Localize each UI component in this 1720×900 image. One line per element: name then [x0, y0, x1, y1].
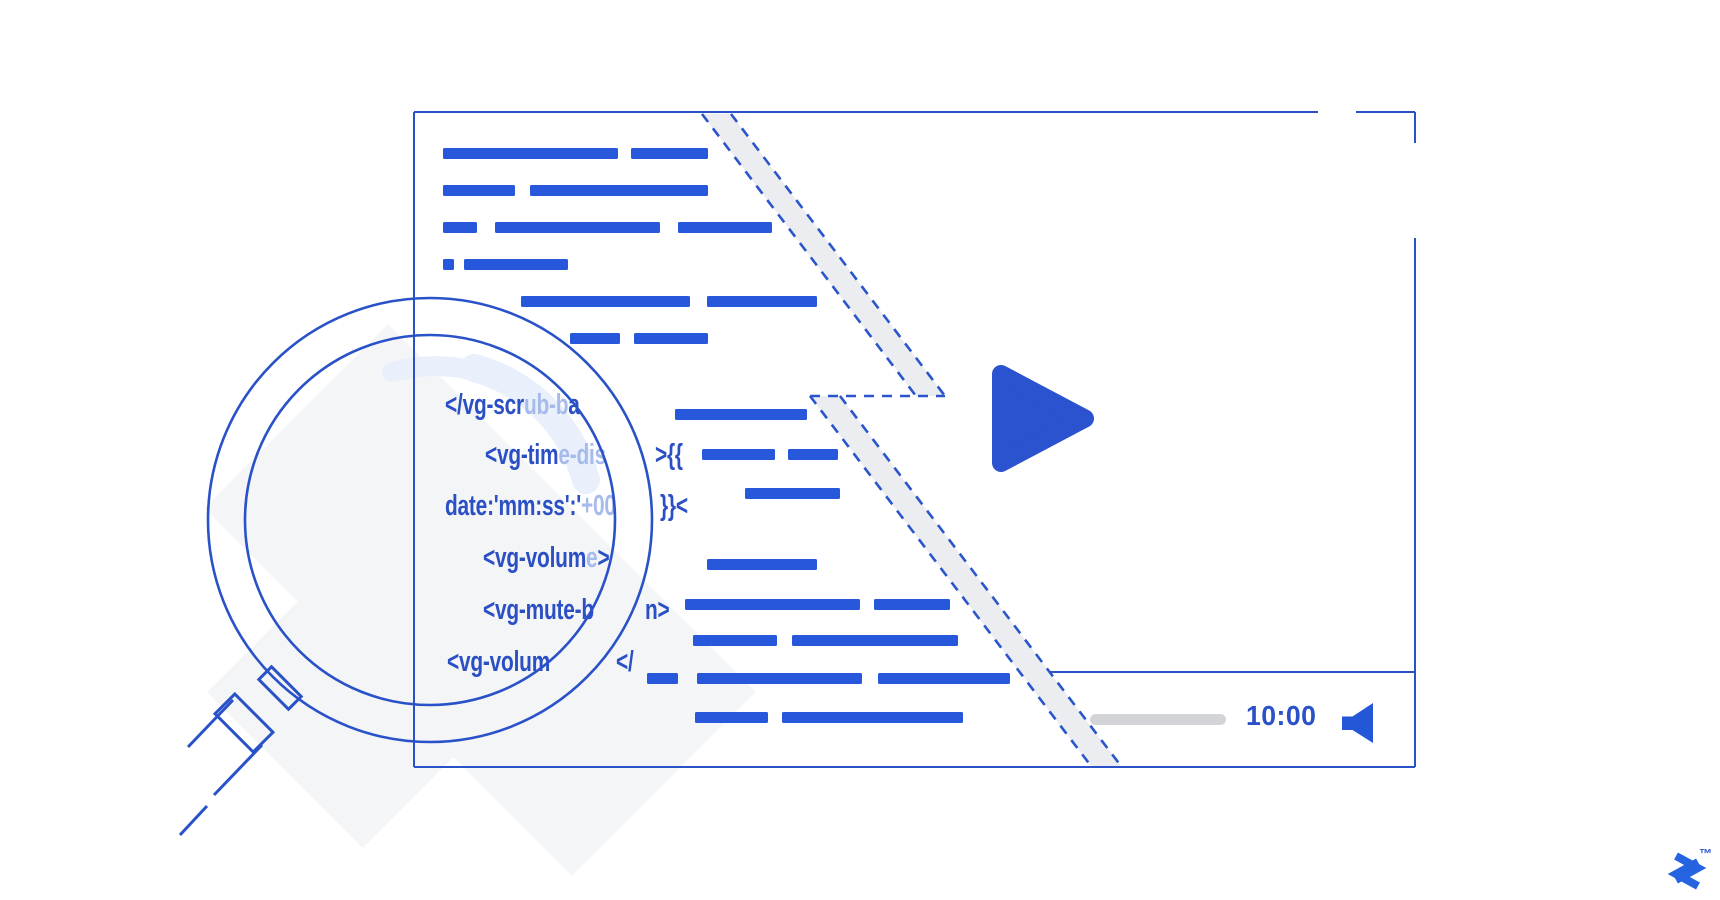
code-bar: [707, 296, 817, 307]
play-icon[interactable]: [992, 365, 1094, 472]
code-text: }}<: [660, 492, 688, 521]
code-bar: [530, 185, 708, 196]
code-text-segment: <vg-tim: [485, 439, 559, 471]
code-text-segment: <vg-volum: [447, 646, 551, 678]
code-bar: [521, 296, 690, 307]
magnifier-handle: [178, 664, 304, 837]
code-text: >{{: [655, 441, 683, 470]
code-bar: [631, 148, 708, 159]
trademark-symbol: ™: [1699, 846, 1712, 861]
code-bar: [788, 449, 838, 460]
code-text-segment: </: [616, 646, 634, 678]
code-text: date:'mm:ss':'+00: [445, 492, 616, 521]
code-text: <vg-mute-b: [483, 596, 594, 625]
magnifying-glass-icon: [178, 296, 654, 837]
code-bar: [792, 635, 958, 646]
time-label: 10:00: [1246, 700, 1317, 731]
code-text-segment: }}<: [660, 490, 688, 522]
ribbon-lower-fill: [810, 396, 1121, 766]
code-bar: [634, 333, 708, 344]
code-bar: [878, 673, 1010, 684]
code-bar: [570, 333, 620, 344]
code-bar: [745, 488, 840, 499]
code-text-segment: >{{: [655, 439, 683, 471]
code-bar: [685, 599, 860, 610]
magnifier-shadow: [204, 324, 756, 876]
video-player-frame: [413, 111, 1416, 768]
code-bar: [443, 148, 618, 159]
speaker-icon[interactable]: [1342, 703, 1373, 743]
code-bar: [678, 222, 772, 233]
toptal-logo-icon: [1667, 852, 1707, 890]
code-bar: [495, 222, 660, 233]
code-text-segment: n>: [645, 594, 670, 626]
code-text-segment: e: [586, 542, 598, 574]
code-text-segment: <vg-mute-b: [483, 594, 594, 626]
code-bar: [693, 635, 777, 646]
code-text: n>: [645, 596, 670, 625]
code-text-segment: >: [597, 542, 610, 574]
code-bar: [443, 222, 477, 233]
lens-inner-rim: [243, 333, 617, 707]
code-bar: [647, 673, 678, 684]
code-bar: [702, 449, 775, 460]
code-bar: [443, 259, 454, 270]
code-bar: [697, 673, 862, 684]
ribbon-upper-fill: [702, 114, 945, 396]
progress-track[interactable]: [1090, 714, 1226, 725]
code-bar: [464, 259, 568, 270]
code-text-segment: +00: [581, 490, 616, 522]
code-bar: [782, 712, 963, 723]
lens-outer-rim: [206, 296, 654, 744]
code-text-segment: date:'mm:ss':': [445, 490, 582, 522]
code-bar: [443, 185, 515, 196]
code-bar: [707, 559, 817, 570]
code-text-segment: </vg-scr: [445, 389, 524, 421]
code-text: </: [616, 648, 634, 677]
lens-glare: [382, 354, 600, 494]
code-text: <vg-volume>: [483, 542, 610, 574]
code-bar: [874, 599, 950, 610]
code-text: <vg-volum: [447, 648, 550, 677]
code-bar: [675, 409, 807, 420]
code-text-segment: <vg-volum: [483, 542, 587, 574]
code-bar: [695, 712, 768, 723]
dashed-ribbon: [700, 113, 1123, 767]
code-text-segment: ub-b: [523, 389, 569, 421]
